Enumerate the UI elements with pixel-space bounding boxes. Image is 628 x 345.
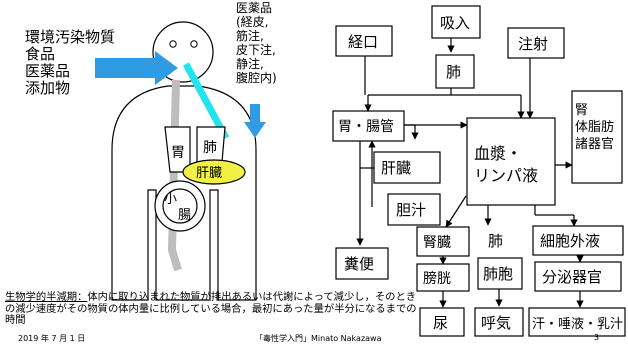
exhalation-box <box>474 307 524 337</box>
page-number: 3 <box>594 333 600 342</box>
liver-shape <box>182 159 246 185</box>
bile-box <box>387 193 441 226</box>
secretions-label: 汗・唾液・乳汁 <box>532 317 623 332</box>
drug-route-label: 静注, <box>236 56 264 71</box>
feces-label: 糞便 <box>344 255 374 273</box>
gi-label: 胃・腸管 <box>338 119 394 135</box>
injection-label: 注射 <box>518 35 548 53</box>
exhalation-label: 呼気 <box>481 314 511 332</box>
gi-box <box>332 110 405 142</box>
liver-label: 肝臓 <box>196 166 222 181</box>
lung-label: 肺 <box>203 140 217 156</box>
oral-box <box>335 25 393 57</box>
extracellular-label: 細胞外液 <box>540 232 600 250</box>
body-figure: 胃 肺 肝臓 小 腸 <box>95 21 266 301</box>
secretory-box <box>534 261 622 292</box>
storage-label-1: 腎 <box>575 103 588 118</box>
plasma-label-2: リンパ液 <box>474 166 538 185</box>
footer-title: 「毒性学入門」Minato Nakazawa <box>255 334 382 343</box>
storage-label-3: 諸器官 <box>575 136 614 152</box>
drug-route-list: 医薬品 (経皮, 筋注, 皮下注, 静注, 腹腔内) <box>236 1 277 85</box>
right-eye-icon <box>190 40 198 48</box>
drug-route-label: (経皮, <box>236 15 269 29</box>
liver-box-label: 肝臓 <box>381 159 411 177</box>
bladder-label: 膀胱 <box>423 270 451 287</box>
oral-intake-arrow <box>95 51 178 85</box>
plasma-label-1: 血漿・ <box>474 144 522 163</box>
left-eye-icon <box>169 40 177 48</box>
substance-label: 添加物 <box>25 79 70 97</box>
alveoli-label: 肺胞 <box>483 265 513 283</box>
lung-lower-label: 肺 <box>488 232 503 250</box>
storage-box <box>571 90 623 184</box>
half-life-definition: 体内に取り込まれた物質が排出あるいは代謝によって減少し，そのときの減少速度がその… <box>5 291 417 326</box>
lung-box <box>435 54 475 89</box>
urine-label: 尿 <box>433 314 448 332</box>
drug-route-label: 筋注, <box>236 28 264 43</box>
urine-box <box>419 307 465 337</box>
small-intestine-label-1: 小 <box>164 192 177 207</box>
drug-route-label: 腹腔内) <box>236 70 277 85</box>
liver-box <box>373 151 441 184</box>
plasma-box <box>466 117 556 206</box>
substance-label: 医薬品 <box>25 62 70 80</box>
kidney-label: 腎臓 <box>423 235 451 251</box>
bladder-box <box>416 263 470 292</box>
drug-route-label: 医薬品 <box>236 1 272 15</box>
footer-date: 2019 年 7 月 1 日 <box>18 334 86 343</box>
substance-label: 食品 <box>25 45 55 63</box>
small-intestine-inner <box>162 188 198 224</box>
drug-route-arrow <box>244 104 266 138</box>
feces-box <box>335 247 389 280</box>
drug-route-label: 皮下注, <box>236 42 276 57</box>
flow-chart: 経口 吸入 注射 肺 胃・腸管 肝臓 胆汁 糞便 血漿・ リンパ液 腎 体脂肪 … <box>332 5 626 337</box>
kidney-box <box>416 226 470 257</box>
airway-line <box>182 62 230 140</box>
arrow-plasma-kidney <box>445 195 467 228</box>
injection-box <box>507 27 565 59</box>
extracellular-box <box>532 225 624 256</box>
half-life-note: 生物学的半減期：体内に取り込まれた物質が排出あるいは代謝によって減少し，そのとき… <box>5 291 425 327</box>
alveoli-box <box>477 257 523 290</box>
secretory-label: 分泌器官 <box>542 268 602 286</box>
inhalation-box <box>431 5 481 39</box>
stomach-label: 胃 <box>171 145 185 161</box>
oral-label: 経口 <box>348 33 378 51</box>
inhalation-label: 吸入 <box>440 14 470 32</box>
half-life-term: 生物学的半減期： <box>5 291 88 303</box>
storage-label-2: 体脂肪 <box>575 119 614 135</box>
secretions-box <box>528 307 626 337</box>
substance-label: 環境汚染物質 <box>25 28 115 46</box>
bile-label: 胆汁 <box>396 201 426 219</box>
lung-box-label: 肺 <box>446 63 461 81</box>
substance-list: 環境汚染物質 食品 医薬品 添加物 <box>25 28 115 97</box>
small-intestine-label-2: 腸 <box>178 208 191 223</box>
